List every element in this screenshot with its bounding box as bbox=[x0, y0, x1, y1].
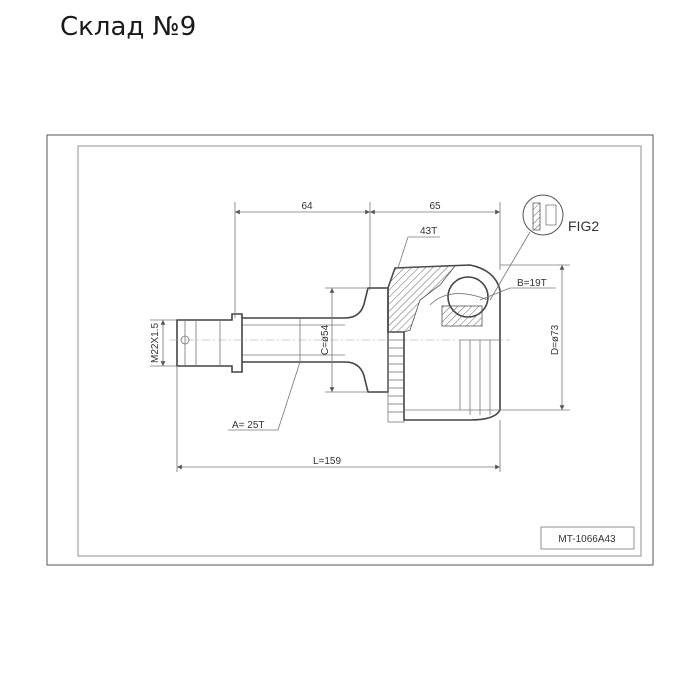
dim-top: 64 65 bbox=[234, 201, 501, 318]
label-a25t: A= 25T bbox=[232, 420, 265, 431]
cv-housing bbox=[387, 264, 501, 421]
dim-thread: M22X1.5 bbox=[150, 319, 177, 367]
label-b19t: B=19T bbox=[517, 278, 547, 289]
dim-64: 64 bbox=[301, 201, 313, 212]
leader-a25t: A= 25T bbox=[228, 361, 301, 431]
label-d-dia: D=ø73 bbox=[550, 324, 561, 355]
part-number-box: MT-1066A43 bbox=[540, 526, 635, 550]
label-length: L=159 bbox=[313, 456, 342, 467]
abs-ring bbox=[387, 331, 405, 423]
page-title: Склад №9 bbox=[60, 12, 197, 42]
label-43t: 43T bbox=[420, 226, 437, 237]
part-number: MT-1066A43 bbox=[558, 534, 616, 545]
fig2-label: FIG2 bbox=[568, 218, 599, 234]
inner-frame bbox=[77, 145, 642, 557]
leader-43t: 43T bbox=[397, 226, 440, 269]
label-thread: M22X1.5 bbox=[150, 323, 161, 363]
leader-b19t: B=19T bbox=[479, 278, 556, 301]
outer-frame bbox=[46, 134, 654, 566]
dim-length: L=159 bbox=[176, 366, 501, 472]
dim-d: D=ø73 bbox=[500, 264, 570, 411]
fig2-detail: FIG2 bbox=[489, 194, 599, 301]
dim-65: 65 bbox=[429, 201, 441, 212]
dim-c: C=ø54 bbox=[320, 287, 368, 393]
